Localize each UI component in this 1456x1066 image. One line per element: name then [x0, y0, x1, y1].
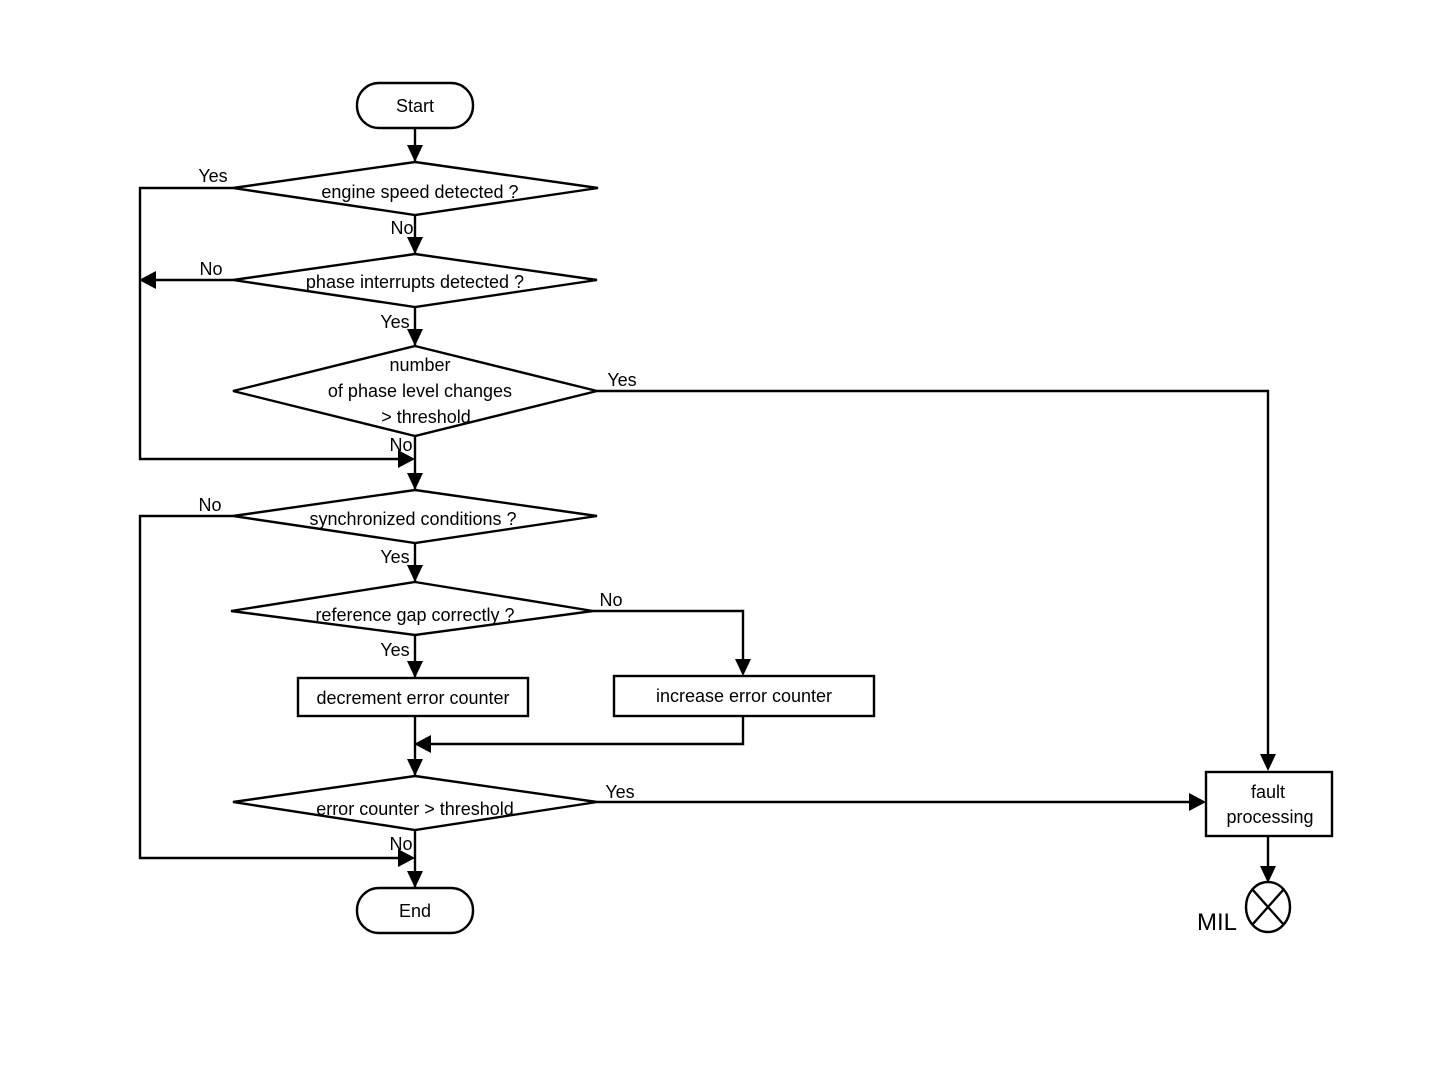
phase-interrupts-label: phase interrupts detected ? — [306, 272, 524, 292]
edge-label: No — [390, 218, 413, 238]
edge-label: No — [198, 495, 221, 515]
edge-label: Yes — [380, 547, 409, 567]
arrowheads — [139, 145, 1276, 888]
edge-label: No — [389, 435, 412, 455]
decision-engine-speed: engine speed detected ? — [232, 160, 599, 217]
edge-label: Yes — [198, 166, 227, 186]
engine-speed-label: engine speed detected ? — [321, 182, 518, 202]
edge-label: No — [599, 590, 622, 610]
increase-label: increase error counter — [656, 686, 832, 706]
error-counter-label: error counter > threshold — [316, 799, 514, 819]
connectors — [138, 128, 1270, 888]
reference-gap-label: reference gap correctly ? — [315, 605, 514, 625]
edge-label: Yes — [380, 640, 409, 660]
edge-label: Yes — [607, 370, 636, 390]
process-increase: increase error counter — [612, 674, 876, 718]
decision-phase-changes: number of phase level changes > threshol… — [232, 344, 598, 438]
fault-line1: fault — [1251, 782, 1285, 802]
fault-line2: processing — [1226, 807, 1313, 827]
mil-label: MIL — [1197, 909, 1237, 936]
edge-label: No — [389, 834, 412, 854]
start-label: Start — [396, 96, 434, 116]
phase-changes-line2: of phase level changes — [328, 381, 512, 401]
phase-changes-line1: number — [389, 355, 450, 375]
decrement-label: decrement error counter — [316, 688, 509, 708]
edge-label: Yes — [380, 312, 409, 332]
synchronized-label: synchronized conditions ? — [309, 509, 516, 529]
mil-lamp-icon — [1244, 880, 1292, 934]
decision-error-counter: error counter > threshold — [232, 774, 598, 832]
decision-reference-gap: reference gap correctly ? — [230, 580, 594, 637]
decision-phase-interrupts: phase interrupts detected ? — [232, 252, 598, 309]
start-terminal: Start — [355, 81, 475, 130]
edge-labels: Yes No No Yes Yes No No Yes No Yes Yes N… — [198, 166, 636, 854]
phase-changes-line3: > threshold — [381, 407, 471, 427]
end-terminal: End — [355, 886, 475, 935]
end-label: End — [399, 901, 431, 921]
edge-label: Yes — [605, 782, 634, 802]
decision-synchronized: synchronized conditions ? — [232, 488, 598, 545]
process-decrement: decrement error counter — [296, 676, 530, 718]
process-fault: fault processing — [1204, 770, 1334, 838]
edge-label: No — [199, 259, 222, 279]
